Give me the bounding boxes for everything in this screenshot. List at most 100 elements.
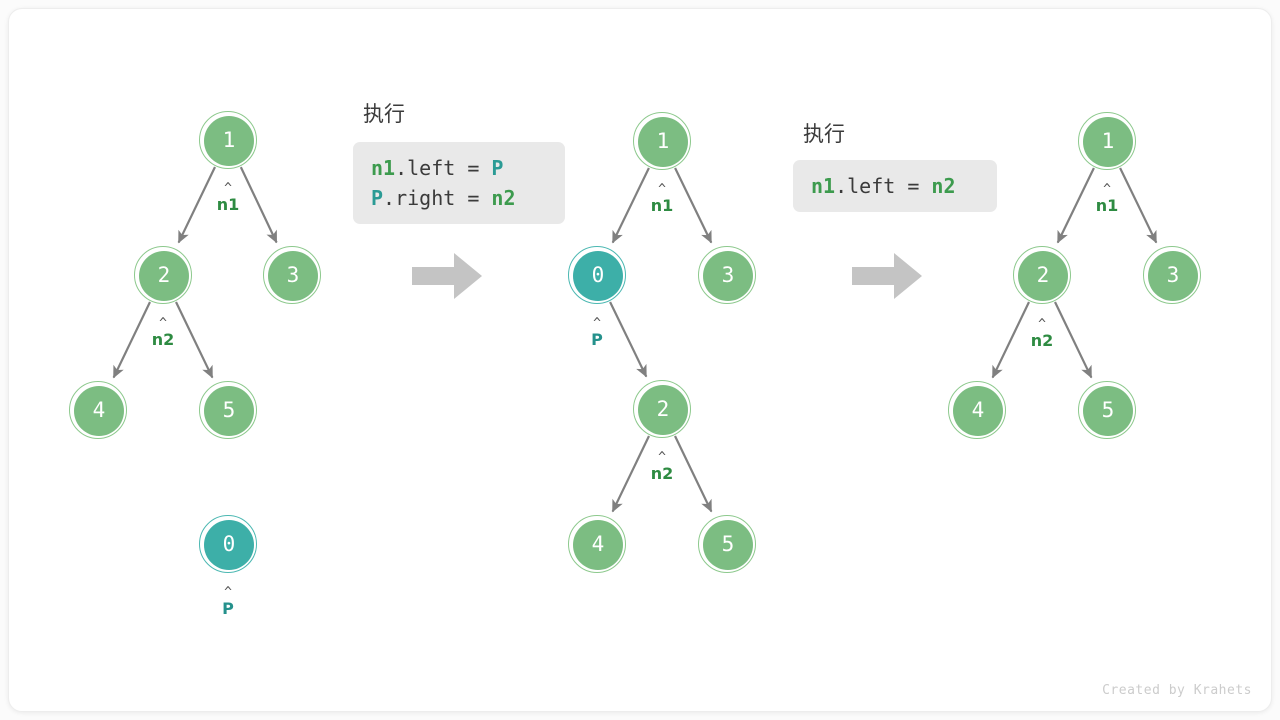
caret-icon: ^ [593,316,601,331]
tree-node-value: 2 [656,397,670,421]
tree-node-2[interactable]: 2 [134,246,192,304]
tree-node-3[interactable]: 3 [263,246,321,304]
code-token: n2 [931,174,956,198]
tree-edge [611,435,650,513]
tree-node-fill: 3 [703,251,753,301]
tree-node-1[interactable]: 1 [199,111,257,169]
tree-node-4[interactable]: 4 [568,515,626,573]
caret-icon: ^ [224,585,232,600]
tree-node-5[interactable]: 5 [698,515,756,573]
tree-node-fill: 5 [703,520,753,570]
tree-edge [674,435,713,513]
tree-node-0[interactable]: 0 [568,246,626,304]
tree-node-value: 5 [222,398,236,422]
tree-node-fill: 2 [1018,251,1068,301]
exec-label-1: 执行 [363,102,405,126]
tree-edge [609,301,648,378]
tree-node-0[interactable]: 0 [199,515,257,573]
code-token: P [371,186,384,210]
tree-node-fill: 5 [204,386,254,436]
tree-node-fill: 5 [1083,386,1133,436]
code-token: n1 [811,174,836,198]
tree-node-3[interactable]: 3 [698,246,756,304]
tree-node-fill: 4 [74,386,124,436]
right-arrow-icon [852,253,922,299]
tree-node-fill: 0 [573,251,623,301]
pointer-name: P [591,330,603,349]
right-arrow-icon [412,253,482,299]
pointer-name: n2 [650,464,674,483]
pointer-name: n1 [650,196,674,215]
tree-node-fill: 1 [204,116,254,166]
tree-edge [175,301,214,379]
caret-icon: ^ [658,182,666,197]
tree-node-value: 4 [971,398,985,422]
pointer-label-n1: ^n1 [198,182,258,215]
caret-icon: ^ [159,316,167,331]
pointer-label-n2: ^n2 [133,316,193,350]
code-token: .right = [383,186,492,210]
tree-node-fill: 1 [638,117,688,167]
tree-node-value: 1 [222,128,236,152]
pointer-name: n2 [151,330,175,349]
code-token: .left = [835,174,932,198]
tree-node-value: 4 [591,532,605,556]
tree-node-fill: 2 [139,251,189,301]
exec-label-2: 执行 [803,122,845,146]
code-token: n1 [371,156,396,180]
tree-node-2[interactable]: 2 [633,380,691,438]
tree-node-2[interactable]: 2 [1013,246,1071,304]
pointer-label-n2: ^n2 [1012,317,1072,351]
tree-node-5[interactable]: 5 [1078,381,1136,439]
tree-node-value: 0 [591,263,605,287]
code-token: n2 [491,186,516,210]
tree-node-1[interactable]: 1 [633,112,691,170]
caret-icon: ^ [1038,317,1046,332]
tree-node-value: 3 [721,263,735,287]
tree-node-value: 5 [721,532,735,556]
pointer-label-n1: ^n1 [1077,182,1137,216]
caret-icon: ^ [658,450,666,465]
pointer-name: P [222,599,234,618]
tree-node-4[interactable]: 4 [948,381,1006,439]
tree-node-value: 3 [1166,263,1180,287]
code-token: .left = [395,156,492,180]
tree-edge [674,167,713,244]
tree-node-value: 1 [656,129,670,153]
tree-edge [991,301,1030,379]
pointer-label-n1: ^n1 [632,182,692,216]
code-line: n1.left = n2 [811,171,979,201]
tree-node-fill: 3 [1148,251,1198,301]
tree-edge [239,166,278,244]
tree-edge [112,301,151,379]
tree-node-value: 0 [222,532,236,556]
tree-node-fill: 4 [573,520,623,570]
code-line: n1.left = P [371,153,547,183]
tree-node-fill: 4 [953,386,1003,436]
tree-node-fill: 1 [1083,117,1133,167]
tree-node-1[interactable]: 1 [1078,112,1136,170]
tree-edge [177,166,216,244]
tree-node-fill: 3 [268,251,318,301]
pointer-name: n1 [1095,196,1119,215]
tree-node-4[interactable]: 4 [69,381,127,439]
pointer-name: n2 [1030,331,1054,350]
tree-node-5[interactable]: 5 [199,381,257,439]
pointer-name: n1 [216,195,240,214]
code-line: P.right = n2 [371,183,547,213]
tree-edge [1054,301,1093,379]
tree-node-3[interactable]: 3 [1143,246,1201,304]
transition-arrow-1 [412,251,484,301]
pointer-label-P: ^P [198,585,258,619]
tree-node-value: 4 [92,398,106,422]
tree-node-value: 2 [1036,263,1050,287]
tree-node-value: 2 [157,263,171,287]
watermark: Created by Krahets [1102,683,1252,698]
caret-icon: ^ [1103,182,1111,197]
code-token: P [491,156,504,180]
pointer-label-n2: ^n2 [632,450,692,484]
tree-edge [1119,167,1158,244]
